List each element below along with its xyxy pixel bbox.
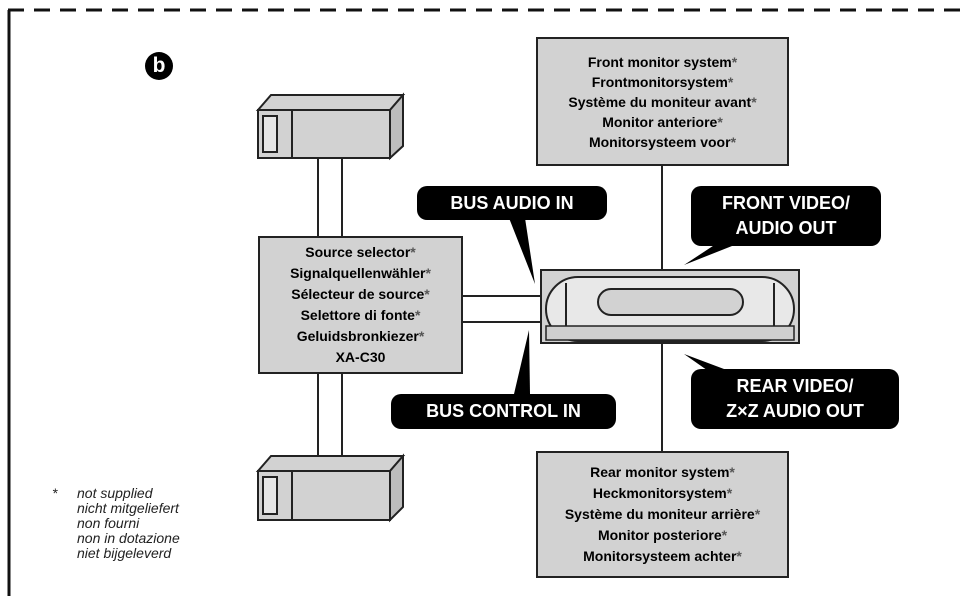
head-unit	[540, 269, 800, 344]
front-monitor-label-it: Monitor anteriore*	[602, 114, 723, 130]
front-monitor-label-de: Frontmonitorsystem*	[591, 74, 734, 90]
footnote-line-fr: non fourni	[77, 515, 140, 531]
front-out-label-line1: FRONT VIDEO/	[721, 193, 850, 213]
footnote-line-de: nicht mitgeliefert	[77, 500, 179, 516]
bus-audio-in-callout: BUS AUDIO IN	[417, 186, 607, 220]
front-monitor-label-en: Front monitor system*	[587, 54, 738, 70]
cd-changer-top	[255, 92, 406, 161]
footnote-line-it: non in dotazione	[77, 530, 180, 546]
cd-changer-bottom	[255, 453, 406, 523]
rear-monitor-label-de: Heckmonitorsystem*	[592, 485, 733, 501]
rear-out-label-line1: REAR VIDEO/	[736, 376, 854, 396]
rear-monitor-box: Rear monitor system* Heckmonitorsystem* …	[536, 451, 789, 578]
source-selector-label-de: Signalquellenwähler*	[290, 265, 431, 281]
source-selector-label-fr: Sélecteur de source*	[291, 286, 430, 302]
rear-monitor-label-fr: Système du moniteur arrière*	[564, 506, 761, 522]
front-monitor-label-fr: Système du moniteur avant*	[568, 94, 757, 110]
footnote-line-nl: niet bijgeleverd	[77, 545, 172, 561]
bus-control-in-callout: BUS CONTROL IN	[391, 394, 616, 429]
front-out-label-line2: AUDIO OUT	[735, 218, 837, 238]
rear-monitor-label-en: Rear monitor system*	[590, 464, 735, 480]
front-monitor-box: Front monitor system* Frontmonitorsystem…	[536, 37, 789, 166]
source-selector-model: XA-C30	[335, 349, 386, 365]
source-selector-box: Source selector* Signalquellenwähler* Sé…	[258, 236, 463, 374]
rear-monitor-label-nl: Monitorsysteem achter*	[583, 548, 742, 564]
front-video-audio-out-callout: FRONT VIDEO/ AUDIO OUT	[691, 186, 881, 246]
figure-label-badge: b	[145, 52, 173, 80]
footnote: * not supplied nicht mitgeliefert non fo…	[52, 486, 180, 561]
bus-cables	[462, 295, 541, 323]
bus-control-in-label: BUS CONTROL IN	[426, 401, 581, 421]
footnote-marker: *	[52, 485, 58, 501]
rear-out-label-line2: Z×Z AUDIO OUT	[726, 401, 864, 421]
bus-audio-in-label: BUS AUDIO IN	[450, 193, 574, 213]
footnote-line-en: not supplied	[77, 485, 153, 501]
source-selector-label-nl: Geluidsbronkiezer*	[296, 328, 425, 344]
front-monitor-label-nl: Monitorsysteem voor*	[588, 134, 737, 150]
source-selector-label-en: Source selector*	[305, 244, 416, 260]
rear-monitor-label-it: Monitor posteriore*	[597, 527, 728, 543]
changer-cables	[317, 158, 343, 456]
source-selector-label-it: Selettore di fonte*	[300, 307, 421, 323]
rear-video-audio-out-callout: REAR VIDEO/ Z×Z AUDIO OUT	[691, 369, 899, 429]
